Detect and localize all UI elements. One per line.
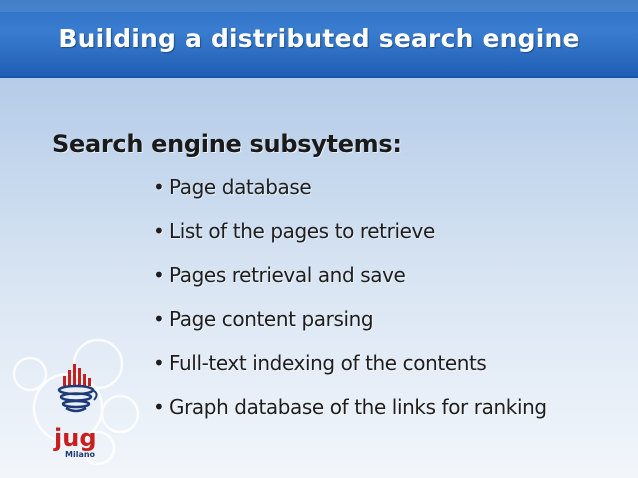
java-cup-icon: [57, 364, 98, 413]
logo-city: Milano: [65, 450, 96, 459]
bullet-text: List of the pages to retrieve: [169, 219, 435, 243]
bullet-icon: •: [153, 351, 165, 375]
list-item: •Page database: [153, 175, 547, 219]
list-item: •Pages retrieval and save: [153, 263, 547, 307]
bullet-icon: •: [153, 219, 165, 243]
jug-milano-logo: jug Milano: [12, 338, 140, 466]
bullet-icon: •: [153, 175, 165, 199]
bullet-text: Graph database of the links for ranking: [169, 395, 547, 419]
bullet-text: Page content parsing: [169, 307, 374, 331]
list-item: •Full-text indexing of the contents: [153, 351, 547, 395]
title-bar: Building a distributed search engine: [0, 0, 638, 78]
list-item: •Page content parsing: [153, 307, 547, 351]
bullet-list: •Page database •List of the pages to ret…: [153, 175, 547, 439]
logo-brand: jug: [53, 424, 97, 452]
bullet-text: Pages retrieval and save: [169, 263, 406, 287]
list-item: •Graph database of the links for ranking: [153, 395, 547, 439]
bullet-icon: •: [153, 395, 165, 419]
bullet-text: Full-text indexing of the contents: [169, 351, 487, 375]
list-item: •List of the pages to retrieve: [153, 219, 547, 263]
bullet-icon: •: [153, 263, 165, 287]
bullet-icon: •: [153, 307, 165, 331]
slide-heading: Search engine subsytems:: [52, 130, 402, 158]
slide-title: Building a distributed search engine: [58, 24, 580, 53]
bullet-text: Page database: [169, 175, 312, 199]
